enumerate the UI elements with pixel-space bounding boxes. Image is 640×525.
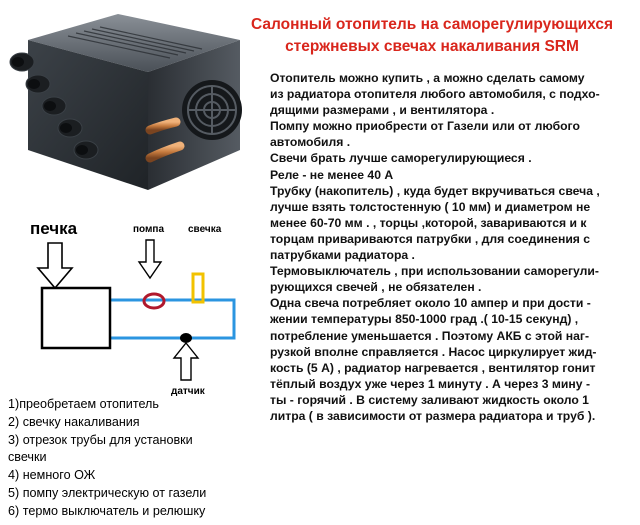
heater-label: печка [30, 219, 78, 238]
text-line: менее 60-70 мм . , торцы ,которой, завар… [270, 215, 587, 230]
text-line: Трубку (накопитель) , куда будет вкручив… [270, 183, 600, 198]
text-line: рующихся свечей , не обязателен . [270, 280, 482, 295]
text-line: лучше взять толстостенную ( 10 мм) и диа… [270, 199, 591, 214]
text-line: из радиатора отопителя любого автомобиля… [270, 87, 600, 102]
text-line: дящими размерами , и вентилятора . [270, 103, 495, 118]
text-line: автомобиля . [270, 135, 351, 150]
parts-list: 1)преобретаем отопитель 2) свечку накали… [8, 396, 270, 521]
plug-label: свечка [188, 224, 222, 235]
list-item: 3) отрезок трубы для установки [8, 432, 193, 447]
title-line-1: Салонный отопитель на саморегулирующихся [250, 16, 614, 33]
pump-label: помпа [133, 224, 164, 235]
text-line: литра ( в зависимости от размера радиато… [270, 408, 596, 423]
sensor-label: датчик [171, 386, 206, 397]
text-line: Одна свеча потребляет около 10 ампер и п… [270, 296, 591, 311]
list-item: 2) свечку накаливания [8, 414, 140, 429]
list-item: 6) термо выключатель и релюшку [8, 503, 206, 518]
outline-down-arrow-icon [137, 239, 163, 280]
list-item: 1)преобретаем отопитель [8, 397, 159, 411]
description-text: Отопитель можно купить , а можно сделать… [270, 70, 635, 424]
text-line: торцам привариваются патрубки , для соед… [270, 231, 591, 246]
text-line: патрубками радиатора . [270, 248, 415, 263]
text-line: ты - горячий . В систему заливают жидкос… [270, 392, 589, 407]
text-line: Помпу можно приобрести от Газели или от … [270, 119, 580, 134]
text-line: Свечи брать лучше саморегулирующиеся . [270, 151, 532, 166]
list-item: 5) помпу электрическую от газели [8, 485, 207, 500]
title-line-2: стержневых свечах накаливания SRM [285, 38, 579, 55]
text-line: Реле - не менее 40 А [270, 167, 394, 182]
outline-down-arrow-icon [36, 242, 74, 290]
heating-schematic: печка помпа свечка датчик [30, 219, 236, 397]
glow-plug [191, 272, 205, 304]
text-line: рузкой вполне справляется . Насос циркул… [270, 344, 597, 359]
text-line: кость (5 А) , радиатор нагревается , вен… [270, 360, 596, 375]
list-item: свечки [8, 450, 47, 465]
text-line: Термовыключатель , при использовании сам… [270, 264, 599, 279]
text-line: жении температуры 850-1000 град .( 10-15… [270, 312, 579, 327]
text-line: потребление уменьшается . Поэтому АКБ с … [270, 328, 590, 343]
pipe-line-top [110, 298, 236, 340]
text-line: Отопитель можно купить , а можно сделать… [270, 71, 585, 85]
heater-box [40, 286, 112, 350]
outline-up-arrow-icon [172, 341, 200, 381]
heater-photo [9, 14, 242, 190]
list-item: 4) немного ОЖ [8, 468, 96, 483]
sensor-dot [180, 333, 192, 343]
pump-ring [142, 292, 166, 310]
page-title: Салонный отопитель на саморегулирующихся… [232, 14, 632, 58]
text-line: тёплый воздух уже через 1 минуту . А чер… [270, 376, 591, 391]
